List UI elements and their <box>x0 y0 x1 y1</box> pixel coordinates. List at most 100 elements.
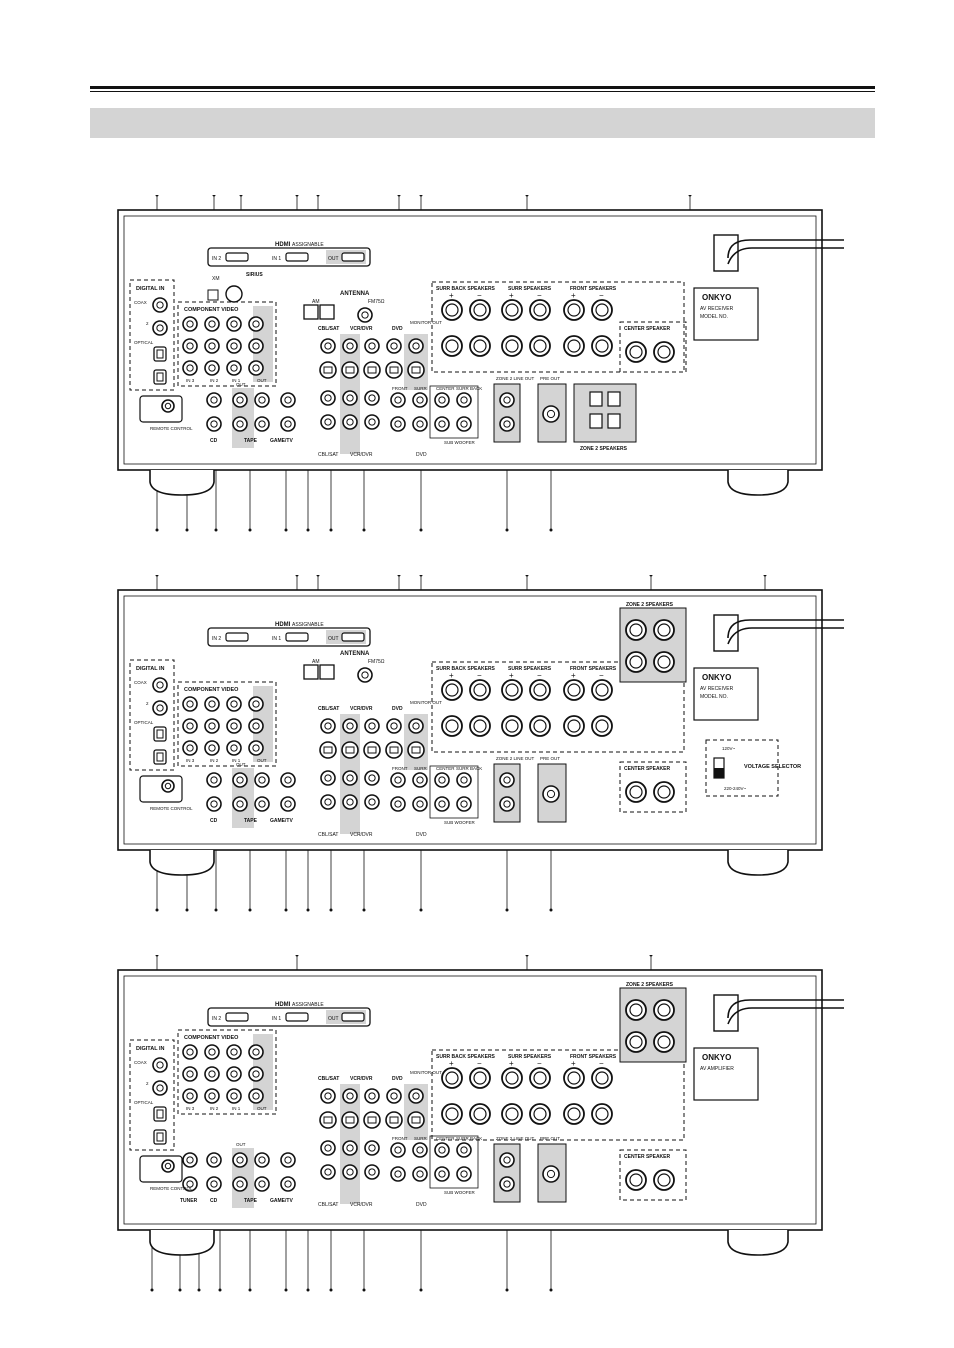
plus-sign: + <box>571 291 576 300</box>
callout-dot <box>155 573 159 577</box>
speaker-terminal-inner <box>567 683 581 697</box>
rca-jack-pin <box>186 1180 194 1188</box>
callout-dot <box>284 528 288 532</box>
model-plate <box>693 1047 759 1101</box>
rca-jack-pin <box>186 722 194 730</box>
hdmi-port <box>285 252 309 262</box>
digital-in-box <box>129 279 175 391</box>
am-terminal <box>303 304 319 320</box>
xm-label: XM <box>212 276 220 282</box>
zone2-spring-terminal <box>607 413 621 429</box>
speaker-terminal-inner <box>567 1071 581 1085</box>
multich-box <box>429 765 479 819</box>
power-cord <box>727 999 844 1019</box>
optical-jack-port <box>156 372 164 382</box>
speaker-terminal-inner <box>629 345 643 359</box>
callout-dot <box>525 573 529 577</box>
speaker-terminal-inner <box>629 655 643 669</box>
speaker-terminal-inner <box>505 683 519 697</box>
callout-dot <box>185 908 189 912</box>
rca-jack-pin <box>230 1070 238 1078</box>
s-video-jack-inner <box>389 366 399 374</box>
power-cord-strain-relief <box>713 614 739 652</box>
surr-back-speakers-label: SURR BACK SPEAKERS <box>436 1054 496 1060</box>
rca-jack-pin <box>394 1170 402 1178</box>
vcr-dvr-label: VCR/DVR <box>350 326 373 332</box>
coax-label: COAX <box>134 1060 147 1065</box>
digital-in-box <box>129 1039 175 1151</box>
rca-jack-pin <box>390 342 398 350</box>
s-video-jack-inner <box>345 746 355 754</box>
hdmi-port-label: IN 1 <box>272 256 281 262</box>
center-speaker-label: CENTER SPEAKER <box>624 326 671 332</box>
rca-jack-pin <box>394 420 402 428</box>
zone2-speakers-label: ZONE 2 SPEAKERS <box>580 446 628 452</box>
sirius-port <box>225 285 243 303</box>
hdmi-label: HDMI <box>275 242 291 248</box>
rca-jack-pin <box>503 800 511 808</box>
hdmi-port <box>225 252 249 262</box>
s-video-jack-inner <box>389 746 399 754</box>
power-cord <box>727 247 844 265</box>
model-no-label: MODEL NO. <box>700 314 728 320</box>
power-cord <box>727 627 844 645</box>
rca-jack-pin <box>324 418 332 426</box>
hdmi-port <box>341 632 365 642</box>
tuner-label: TUNER <box>180 1198 198 1204</box>
speaker-terminal-inner <box>657 1173 671 1187</box>
zone2-speakers-label: ZONE 2 SPEAKERS <box>626 982 674 988</box>
rca-jack-pin <box>164 782 172 790</box>
rca-jack-pin <box>230 342 238 350</box>
digital-in-label: DIGITAL IN <box>136 666 165 672</box>
rca-jack-pin <box>230 1092 238 1100</box>
tape-label: TAPE <box>244 438 258 444</box>
cbl-sat-bottom-label: CBL/SAT <box>318 832 338 838</box>
rca-jack-pin <box>368 1144 376 1152</box>
speaker-terminal-inner <box>505 1071 519 1085</box>
pre-out-label: PRE OUT <box>540 1136 560 1141</box>
optical-jack-port <box>156 1132 164 1142</box>
minus-sign: − <box>537 671 542 680</box>
speaker-terminal-inner <box>473 1107 487 1121</box>
rca-jack-pin <box>346 394 354 402</box>
s-video-jack-inner <box>389 1116 399 1124</box>
rca-jack-pin <box>546 1169 556 1179</box>
tape-out-label: OUT <box>236 382 246 387</box>
rca-jack-pin <box>346 1092 354 1100</box>
dvd-label: DVD <box>392 1076 403 1082</box>
power-cord <box>727 619 844 639</box>
rca-jack-pin <box>284 776 292 784</box>
rca-jack-pin <box>346 798 354 806</box>
hdmi-port-label: IN 2 <box>212 1016 221 1022</box>
chassis-inner-line <box>123 975 817 1225</box>
speaker-terminal-inner <box>445 1071 459 1085</box>
cv-in1-label: IN 1 <box>232 378 241 383</box>
rca-jack-pin <box>252 342 260 350</box>
fm-label: FM75Ω <box>368 299 385 305</box>
rca-jack-pin <box>460 396 468 404</box>
dvd-label: DVD <box>392 326 403 332</box>
front-speakers-label: FRONT SPEAKERS <box>570 286 617 292</box>
dvd-bottom-label: DVD <box>416 832 427 838</box>
component-video-label: COMPONENT VIDEO <box>184 1035 239 1041</box>
speaker-terminal-inner <box>595 1107 609 1121</box>
hdmi-port <box>285 1012 309 1022</box>
rca-jack-pin <box>252 1092 260 1100</box>
rca-jack-pin <box>156 1061 164 1069</box>
rca-jack-pin <box>210 396 218 404</box>
rca-jack-pin <box>156 1084 164 1092</box>
optical-jack-port <box>156 349 164 359</box>
speaker-terminal-inner <box>567 339 581 353</box>
callout-dot <box>295 953 299 957</box>
speaker-terminal-inner <box>595 1071 609 1085</box>
center-speaker-label: CENTER SPEAKER <box>624 1154 671 1160</box>
rca-jack-pin <box>258 800 266 808</box>
speaker-terminal-inner <box>473 1071 487 1085</box>
rca-jack-pin <box>546 409 556 419</box>
center-speaker-box <box>619 1149 687 1201</box>
callout-dot <box>295 193 299 197</box>
callout-dot <box>155 193 159 197</box>
callout-dot <box>150 1288 154 1292</box>
rca-jack-pin <box>438 1146 446 1154</box>
